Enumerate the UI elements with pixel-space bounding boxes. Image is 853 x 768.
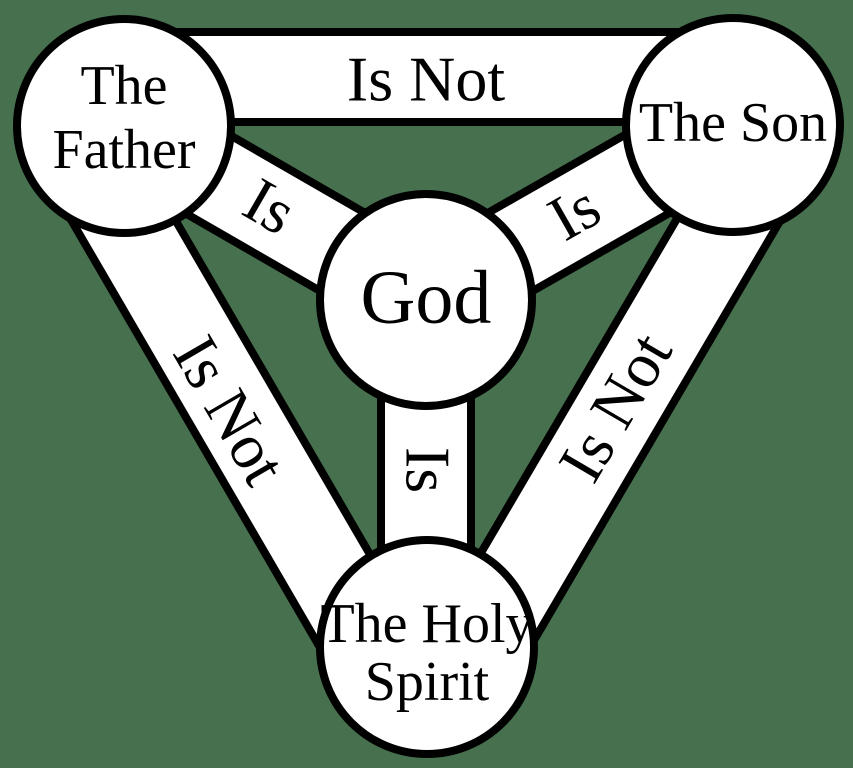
label-father-line1: The <box>80 55 167 117</box>
node-father-circle <box>13 15 235 237</box>
label-father-line2: Father <box>52 119 195 181</box>
label-father-son: Is Not <box>347 44 505 115</box>
label-holy-spirit-line1: The Holy <box>320 593 533 655</box>
label-son: The Son <box>639 92 827 154</box>
label-god: God <box>361 256 492 340</box>
label-god-holy-spirit: Is <box>393 447 464 493</box>
node-son-circle <box>622 14 844 236</box>
node-holy-spirit-circle <box>316 536 538 758</box>
label-holy-spirit-line2: Spirit <box>365 651 490 713</box>
node-god-circle <box>316 190 536 410</box>
